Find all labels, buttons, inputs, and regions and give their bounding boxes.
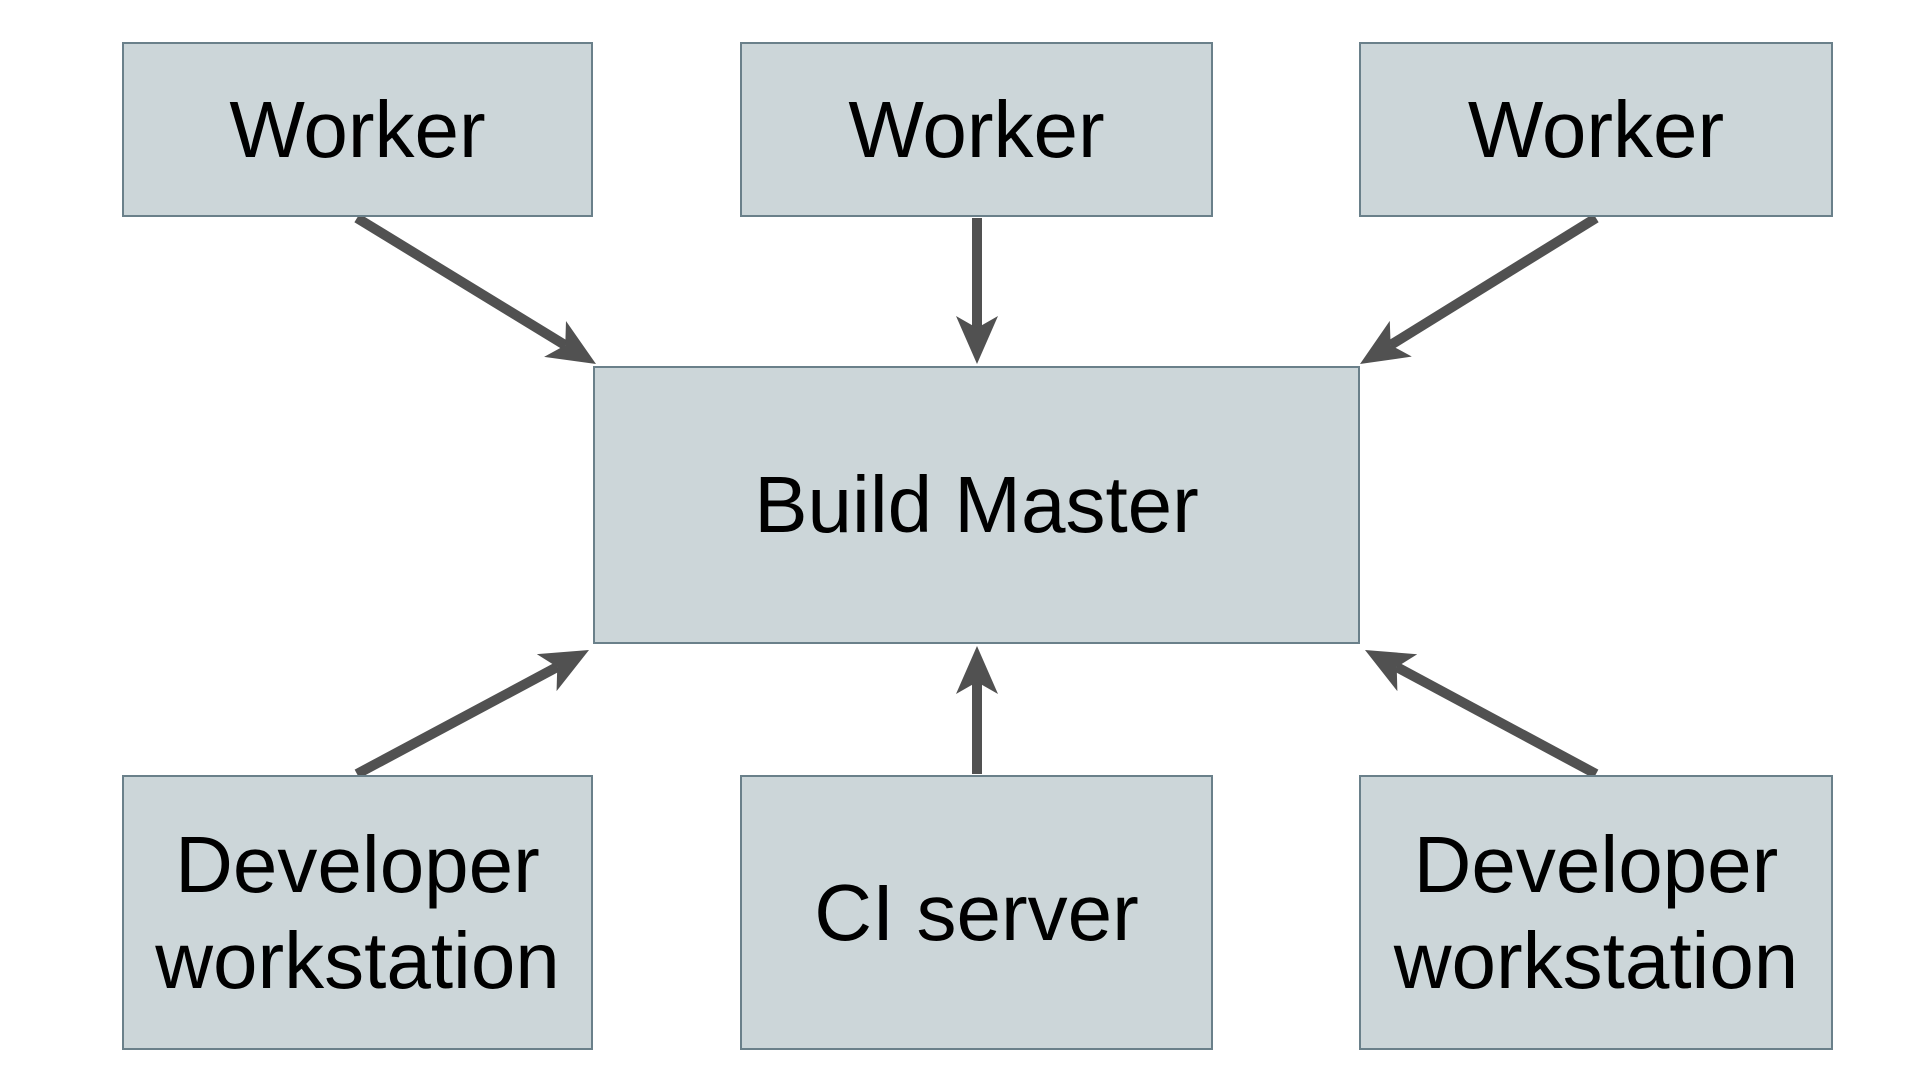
- node-ci-server-label: CI server: [814, 867, 1139, 957]
- arrow-worker-3-to-build-master: [1360, 213, 1599, 365]
- arrow-developer-workstation-1-to-build-master: [354, 650, 590, 779]
- node-developer-workstation-1-label: Developer workstation: [155, 819, 560, 1005]
- node-build-master-label: Build Master: [754, 460, 1199, 549]
- arrow-worker-1-to-build-master: [354, 213, 597, 365]
- node-worker-2: Worker: [740, 42, 1213, 217]
- node-worker-1-label: Worker: [229, 84, 486, 174]
- node-developer-workstation-2-label: Developer workstation: [1393, 819, 1799, 1005]
- node-worker-2-label: Worker: [848, 84, 1105, 174]
- node-worker-1: Worker: [122, 42, 593, 217]
- node-worker-3: Worker: [1359, 42, 1833, 217]
- node-developer-workstation-1: Developer workstation: [122, 775, 593, 1050]
- node-worker-3-label: Worker: [1467, 84, 1725, 174]
- node-build-master: Build Master: [593, 366, 1360, 644]
- node-developer-workstation-2: Developer workstation: [1359, 775, 1833, 1050]
- arrow-developer-workstation-2-to-build-master: [1365, 649, 1599, 779]
- node-ci-server: CI server: [740, 775, 1213, 1050]
